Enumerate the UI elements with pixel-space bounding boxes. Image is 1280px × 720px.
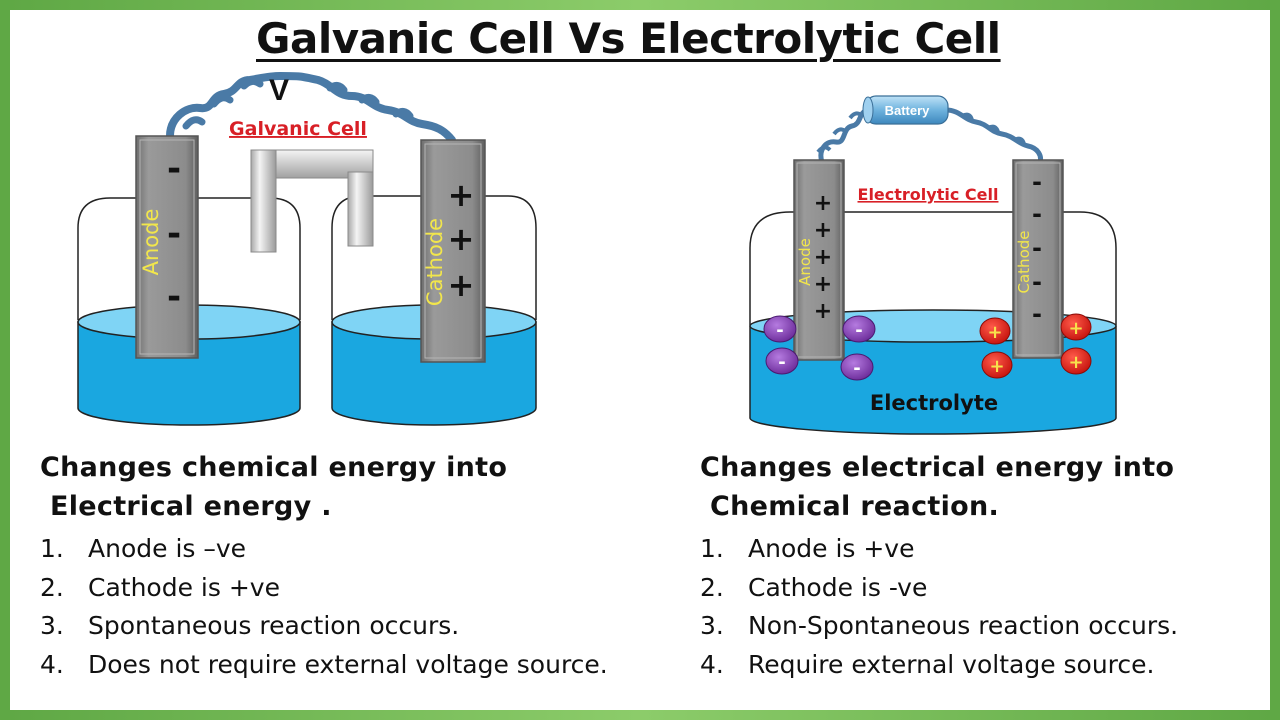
cation: + bbox=[979, 317, 1011, 345]
list-item: 1.Anode is –ve bbox=[40, 534, 247, 563]
electrolytic-description: Changes electrical energy into Chemical … bbox=[700, 448, 1178, 684]
galvanic-anode-label: Anode bbox=[139, 209, 163, 276]
battery-label: Battery bbox=[885, 103, 931, 118]
battery-icon: Battery bbox=[862, 95, 949, 125]
electrolytic-cathode-label: Cathode bbox=[1015, 231, 1033, 294]
svg-text:-: - bbox=[776, 320, 783, 341]
cathode-sign: - bbox=[1032, 168, 1042, 196]
list-item: 4.Does not require external voltage sour… bbox=[40, 649, 608, 679]
electrolytic-heading-line2: Chemical reaction. bbox=[710, 491, 1000, 522]
electrolytic-wire-left bbox=[818, 107, 871, 165]
anion: - bbox=[842, 315, 876, 343]
voltmeter-label: V bbox=[269, 74, 289, 107]
galvanic-cathode-label: Cathode bbox=[423, 218, 447, 306]
cathode-sign: - bbox=[1032, 200, 1042, 228]
list-item: 4.Require external voltage source. bbox=[700, 649, 1155, 679]
page-title: Galvanic Cell Vs Electrolytic Cell bbox=[256, 14, 1001, 63]
electrolytic-cathode: Cathode - - - - - bbox=[1012, 159, 1064, 359]
anode-sign: - bbox=[167, 214, 181, 254]
wire-coils bbox=[816, 111, 864, 154]
anode-sign: + bbox=[814, 191, 832, 216]
svg-text:+: + bbox=[987, 322, 1002, 343]
anode-sign: + bbox=[814, 218, 832, 243]
cathode-sign: - bbox=[1032, 234, 1042, 262]
svg-text:+: + bbox=[989, 356, 1004, 377]
anode-sign: + bbox=[814, 272, 832, 297]
anode-sign: + bbox=[814, 299, 832, 324]
svg-text:+: + bbox=[1068, 352, 1083, 373]
svg-text:-: - bbox=[778, 352, 785, 373]
galvanic-anode: Anode - - - bbox=[135, 135, 199, 359]
anode-sign: + bbox=[814, 245, 832, 270]
svg-text:-: - bbox=[855, 320, 862, 341]
anion: - bbox=[765, 347, 799, 375]
list-item: 3.Spontaneous reaction occurs. bbox=[40, 611, 460, 640]
list-item: 2.Cathode is +ve bbox=[40, 572, 280, 602]
list-item: 1.Anode is +ve bbox=[700, 534, 915, 563]
wire-coils bbox=[182, 77, 414, 130]
list-item: 2.Cathode is -ve bbox=[700, 572, 928, 602]
electrolytic-heading: Changes electrical energy into Chemical … bbox=[700, 448, 1178, 526]
galvanic-cathode: Cathode + + + bbox=[420, 139, 486, 363]
list-item: 3.Non-Spontaneous reaction occurs. bbox=[700, 611, 1179, 640]
galvanic-heading-line2: Electrical energy . bbox=[50, 491, 332, 522]
cation: + bbox=[1060, 347, 1092, 375]
electrolytic-cell-diagram: Battery Anode + + + + + Cathode - - - - … bbox=[749, 95, 1117, 435]
cation: + bbox=[1060, 313, 1092, 341]
cathode-sign: - bbox=[1032, 268, 1042, 296]
cathode-sign: - bbox=[1032, 300, 1042, 328]
electrolytic-anode: Anode + + + + + bbox=[793, 159, 845, 361]
electrolytic-cell-label: Electrolytic Cell bbox=[858, 185, 999, 204]
anode-sign: - bbox=[167, 149, 181, 189]
galvanic-points: 1.Anode is –ve 2.Cathode is +ve 3.Sponta… bbox=[40, 530, 608, 684]
cathode-sign: + bbox=[448, 266, 475, 304]
electrolytic-heading-line1: Changes electrical energy into bbox=[700, 452, 1175, 483]
galvanic-cell-label: Galvanic Cell bbox=[229, 118, 367, 140]
electrolytic-wire-right bbox=[943, 107, 1043, 165]
cathode-sign: + bbox=[448, 220, 475, 258]
galvanic-heading: Changes chemical energy into Electrical … bbox=[40, 448, 608, 526]
cation: + bbox=[981, 351, 1013, 379]
anion: - bbox=[763, 315, 797, 343]
electrolytic-points: 1.Anode is +ve 2.Cathode is -ve 3.Non-Sp… bbox=[700, 530, 1178, 684]
cathode-sign: + bbox=[448, 176, 475, 214]
anion: - bbox=[840, 353, 874, 381]
electrolytic-anode-label: Anode bbox=[796, 238, 814, 286]
galvanic-cell-diagram: V Anode - - - Cathode + + + Galvanic Cel… bbox=[77, 71, 537, 426]
svg-text:+: + bbox=[1068, 318, 1083, 339]
anode-sign: - bbox=[167, 277, 181, 317]
galvanic-heading-line1: Changes chemical energy into bbox=[40, 452, 508, 483]
salt-bridge bbox=[250, 149, 374, 253]
galvanic-description: Changes chemical energy into Electrical … bbox=[40, 448, 608, 684]
electrolyte-label: Electrolyte bbox=[870, 391, 998, 415]
svg-text:-: - bbox=[853, 358, 860, 379]
wire-coils bbox=[961, 112, 1026, 145]
